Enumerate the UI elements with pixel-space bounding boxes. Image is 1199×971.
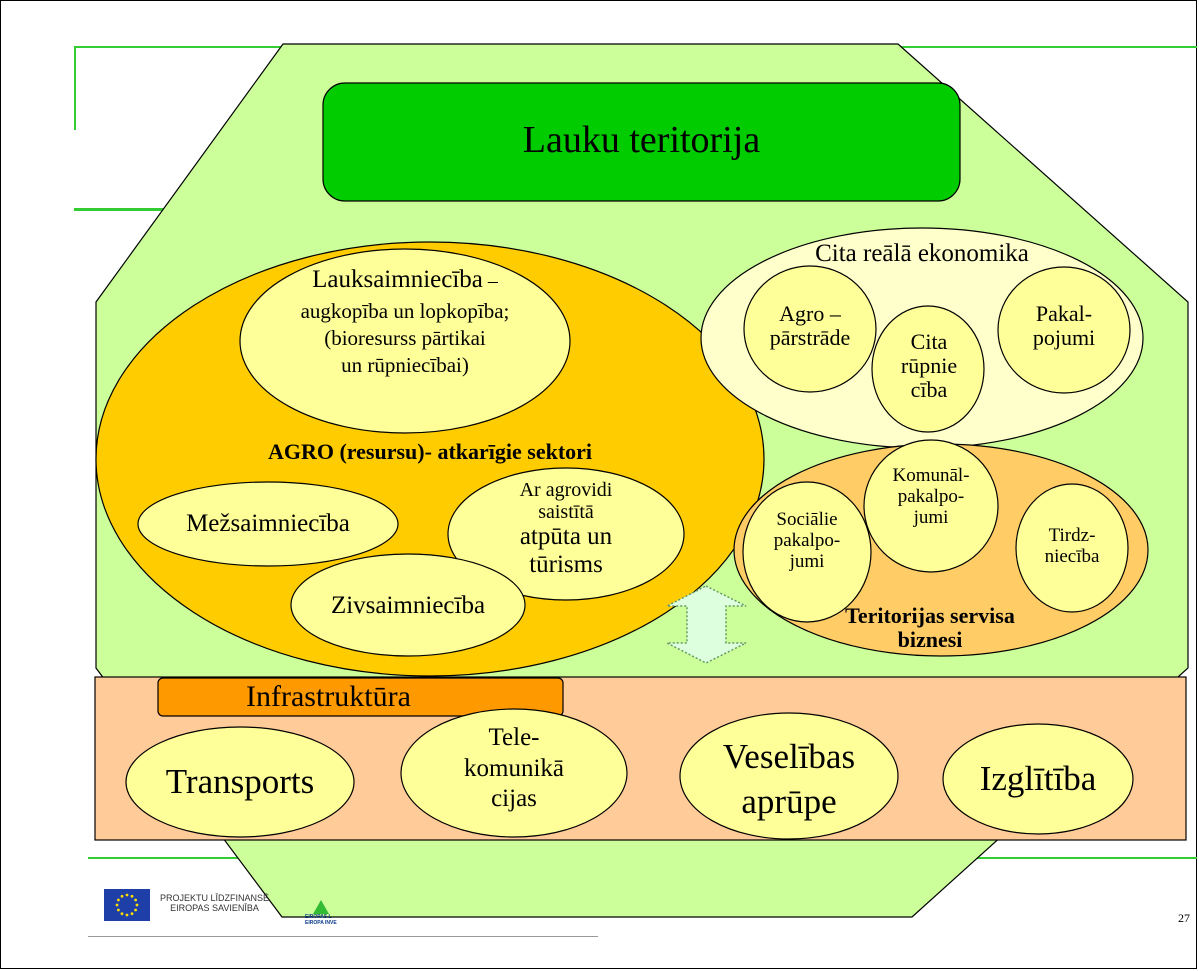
agro-sectors-label: AGRO (resursu)- atkarīgie sektori <box>267 439 593 464</box>
communal-services-line3: jumi <box>913 506 949 528</box>
other-industry-circle <box>871 305 985 433</box>
tourism-line2: saistītā <box>538 501 594 523</box>
health-line2: aprūpe <box>741 781 837 821</box>
telecom-line2: komunikā <box>464 754 564 782</box>
communal-services-circle <box>863 439 999 573</box>
agriculture-line4: un rūpniecībai) <box>341 352 469 377</box>
investment-logo-icon <box>313 900 329 914</box>
tourism-line1: Ar agrovidi <box>519 479 613 501</box>
fishery-label: Zivsaimniecība <box>330 592 486 619</box>
other-industry-line3: cība <box>910 377 948 403</box>
forestry-ellipse <box>137 481 399 567</box>
footer-gray-line <box>88 936 598 937</box>
logo-text-line1: EIROPAS L <box>305 914 332 920</box>
eu-flag-icon <box>104 889 150 921</box>
trade-line1: Tirdz- <box>1048 525 1096 546</box>
agro-processing-label: Agro – pārstrāde <box>745 301 875 351</box>
service-business-line2: biznesi <box>897 627 963 653</box>
social-services-line2: pakalpo- <box>773 529 841 551</box>
communal-services-line1: Komunāl- <box>892 465 970 486</box>
social-services-circle <box>742 481 872 623</box>
health-label: Veselības aprūpe <box>680 737 898 821</box>
other-industry-line2: rūpnie <box>900 353 958 379</box>
telecom-label: Tele- komunikā cijas <box>401 724 627 813</box>
title-box <box>322 82 961 202</box>
agriculture-line3: (bioresurss pārtikai <box>324 325 486 350</box>
communal-services-label: Komunāl- pakalpo- jumi <box>864 465 998 529</box>
social-services-line1: Sociālie <box>776 509 838 530</box>
real-economy-label: Cita reālā ekonomika <box>815 240 1029 267</box>
logo-text-line2: EIROPA INVE <box>305 919 337 926</box>
tourism-label: Ar agrovidi saistītā atpūta un tūrisms <box>460 479 672 578</box>
left-green-line <box>74 46 76 130</box>
communal-services-line2: pakalpo- <box>897 485 965 507</box>
agriculture-ellipse <box>239 248 571 434</box>
agriculture-line1: Lauksaimniecība <box>312 266 483 293</box>
telecom-line1: Tele- <box>488 724 540 751</box>
agro-processing-line2: pārstrāde <box>769 325 851 351</box>
fishery-ellipse <box>290 553 526 657</box>
forestry-label: Mežsaimniecība <box>186 510 350 537</box>
diagram-title: Lauku teritorija <box>522 119 761 161</box>
agriculture-line2: augkopība un lopkopība; <box>300 298 510 323</box>
telecom-ellipse <box>400 708 628 838</box>
service-business-label: Teritorijas servisa biznesi <box>800 603 1060 653</box>
health-line1: Veselības <box>722 737 856 776</box>
tourism-ellipse <box>447 467 685 601</box>
other-industry-label: Cita rūpnie cība <box>874 329 984 403</box>
eu-cofinancing-text: PROJEKTU LĪDZFINANSĒ EIROPAS SAVIENĪBA <box>160 893 269 914</box>
page-number: 27 <box>1178 911 1190 925</box>
health-ellipse <box>679 712 899 840</box>
double-arrow-icon <box>666 585 747 664</box>
services-circle <box>997 266 1131 394</box>
trade-label: Tirdz- niecība <box>1016 525 1128 568</box>
eu-text-line1: PROJEKTU LĪDZFINANSĒ <box>160 893 270 903</box>
other-industry-line1: Cita <box>910 329 948 354</box>
trade-circle <box>1015 483 1129 613</box>
telecom-line3: cijas <box>491 785 537 812</box>
education-label: Izglītība <box>979 759 1097 798</box>
eu-text-line2: EIROPAS SAVIENĪBA <box>170 903 259 914</box>
agro-processing-circle <box>743 265 877 393</box>
tourism-line3: atpūta un <box>519 523 613 550</box>
services-label: Pakal- pojumi <box>999 301 1129 351</box>
education-ellipse <box>942 723 1134 835</box>
tourism-line4: tūrisms <box>529 550 603 578</box>
infrastructure-label: Infrastruktūra <box>246 680 411 713</box>
service-business-line1: Teritorijas servisa <box>845 603 1015 628</box>
investment-logo-text: EIROPAS L EIROPA INVE <box>305 914 337 926</box>
services-line1: Pakal- <box>1035 301 1093 326</box>
transport-ellipse <box>125 726 355 838</box>
social-services-line3: jumi <box>789 550 825 572</box>
mid-green-line <box>74 208 194 211</box>
social-services-label: Sociālie pakalpo- jumi <box>745 509 869 573</box>
agriculture-line1-suffix: – <box>482 270 498 292</box>
services-line2: pojumi <box>1032 325 1096 351</box>
trade-line2: niecība <box>1044 545 1100 567</box>
agriculture-label: Lauksaimniecība – augkopība un lopkopība… <box>250 266 560 377</box>
eu-stars-icon <box>115 893 139 917</box>
infrastructure-label-box <box>157 677 564 717</box>
agro-processing-line1: Agro – <box>779 301 841 326</box>
transport-label: Transports <box>165 762 315 801</box>
